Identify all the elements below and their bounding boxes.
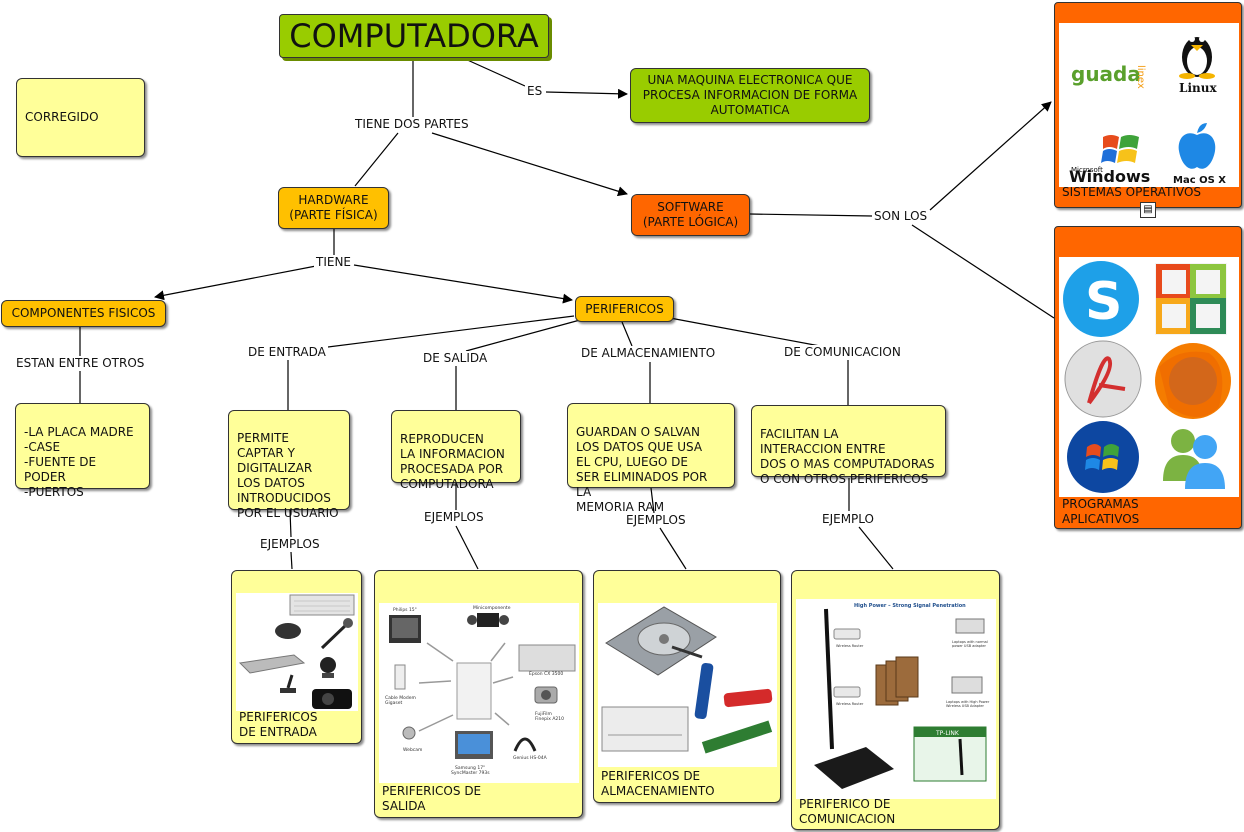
comunicacion-desc-text: FACILITAN LA INTERACCION ENTRE DOS O MAS… [760,427,935,486]
comunicacion-desc[interactable]: FACILITAN LA INTERACCION ENTRE DOS O MAS… [751,405,946,486]
corregido-note[interactable]: CORREGIDO [16,78,145,157]
salida-caption: PERIFERICOS DE SALIDA [382,784,482,813]
linux-logo-text: Linux [1179,81,1217,96]
label-ejemplos-almacenamiento: EJEMPLOS [624,513,688,527]
componentes-list-text: -LA PLACA MADRE -CASE -FUENTE DE PODER -… [24,425,134,499]
label-ejemplos-salida: EJEMPLOS [422,510,486,524]
corregido-text: CORREGIDO [25,110,99,124]
storage-devices-image [598,603,777,767]
label-de-almacenamiento: DE ALMACENAMIENTO [579,346,718,360]
skype-icon: S [1063,261,1139,337]
epson-label: Epson CX 3500 [529,671,563,677]
macos-text: Mac OS X [1173,175,1227,186]
label-de-salida: DE SALIDA [421,351,490,365]
app-logos-panel: S [1059,257,1239,497]
windows-small-text: Microsoft [1071,166,1103,174]
entrada-desc[interactable]: PERMITE CAPTAR Y DIGITALIZAR LOS DATOS I… [228,410,350,520]
communication-devices-image: High Power – Strong Signal Penetration W… [796,599,996,799]
label-ejemplo-comunicacion: EJEMPLO [820,512,876,526]
salida-desc[interactable]: REPRODUCEN LA INFORMACION PROCESADA POR … [391,410,521,491]
windows-flag-icon [1101,135,1139,163]
apple-icon [1178,123,1216,169]
entrada-examples[interactable]: PERIFERICOS DE ENTRADA [231,570,362,744]
guadalinex-small-logo: linex [1133,65,1148,89]
guadalinex-logo: guada [1071,64,1141,84]
label-estan-entre-otros: ESTAN ENTRE OTROS [14,356,147,370]
componentes-list[interactable]: -LA PLACA MADRE -CASE -FUENTE DE PODER -… [15,403,150,499]
sistemas-operativos-box[interactable]: guada linex Linux Microsoft Windows Mac … [1054,2,1242,208]
genius-label: Genius HS-04A [513,755,548,761]
comunicacion-caption: PERIFERICO DE COMUNICACION [799,797,896,826]
hardware-node[interactable]: HARDWARE (PARTE FÍSICA) [278,187,389,229]
label-son-los: SON LOS [872,209,930,223]
input-devices-image [236,593,358,711]
componentes-node[interactable]: COMPONENTES FISICOS [1,300,166,327]
label-tiene: TIENE [314,255,354,269]
almacenamiento-desc-text: GUARDAN O SALVAN LOS DATOS QUE USA EL CP… [576,425,708,514]
tux-icon [1179,36,1215,79]
label-de-entrada: DE ENTRADA [246,345,328,359]
almacenamiento-examples[interactable]: PERIFERICOS DE ALMACENAMIENTO [593,570,781,803]
almacenamiento-caption: PERIFERICOS DE ALMACENAMIENTO [601,769,715,798]
mini-label: Minicomponente [473,605,511,611]
router-title-text: High Power – Strong Signal Penetration [854,603,966,609]
label-de-comunicacion: DE COMUNICACION [782,345,903,359]
so-caption: SISTEMAS OPERATIVOS [1062,185,1202,199]
svg-text:S: S [1085,272,1122,332]
label-ejemplos-entrada: EJEMPLOS [258,537,322,551]
note-icon[interactable]: ▤ [1140,202,1156,218]
salida-desc-text: REPRODUCEN LA INFORMACION PROCESADA POR … [400,432,505,491]
definition-text: UNA MAQUINA ELECTRONICA QUE PROCESA INFO… [642,73,858,117]
samsung-label: Samsung 17"SyncMaster 793s [451,765,490,776]
webcam-label: Webcam [403,747,422,753]
apps-caption: PROGRAMAS APLICATIVOS [1062,497,1140,526]
definition-node[interactable]: UNA MAQUINA ELECTRONICA QUE PROCESA INFO… [630,68,870,123]
router2-text: Wireless Router [836,702,864,706]
os-logos-panel: guada linex Linux Microsoft Windows Mac … [1059,23,1239,187]
software-text: SOFTWARE (PARTE LÓGICA) [642,200,739,229]
perifericos-node[interactable]: PERIFERICOS [575,296,674,322]
guadalinex-text: guada [1071,62,1141,86]
monitor-label: Philips 15" [393,607,417,613]
tplink-text: TP-LINK [935,730,960,737]
software-node[interactable]: SOFTWARE (PARTE LÓGICA) [631,194,750,236]
componentes-text: COMPONENTES FISICOS [11,306,156,320]
router1-text: Wireless Router [836,644,864,648]
perifericos-text: PERIFERICOS [585,301,664,316]
entrada-desc-text: PERMITE CAPTAR Y DIGITALIZAR LOS DATOS I… [237,431,339,520]
entrada-caption: PERIFERICOS DE ENTRADA [239,710,318,739]
office-icon [1155,263,1227,335]
title-node[interactable]: COMPUTADORA [279,14,549,58]
firefox-icon [1155,343,1231,419]
label-es: ES [525,84,545,98]
comunicacion-examples[interactable]: High Power – Strong Signal Penetration W… [791,570,1000,830]
messenger-icon [1163,429,1225,489]
guadalinex-small-text: linex [1135,65,1146,89]
linux-text: Linux [1179,81,1217,95]
windows-orb-icon [1067,421,1139,493]
title-text: COMPUTADORA [289,17,539,55]
windows-text: Windows [1069,167,1151,186]
acrobat-icon [1064,340,1142,418]
label-tiene-dos-partes: TIENE DOS PARTES [353,117,471,131]
hardware-text: HARDWARE (PARTE FÍSICA) [289,193,378,222]
programas-aplicativos-box[interactable]: S [1054,226,1242,529]
almacenamiento-desc[interactable]: GUARDAN O SALVAN LOS DATOS QUE USA EL CP… [567,403,735,514]
